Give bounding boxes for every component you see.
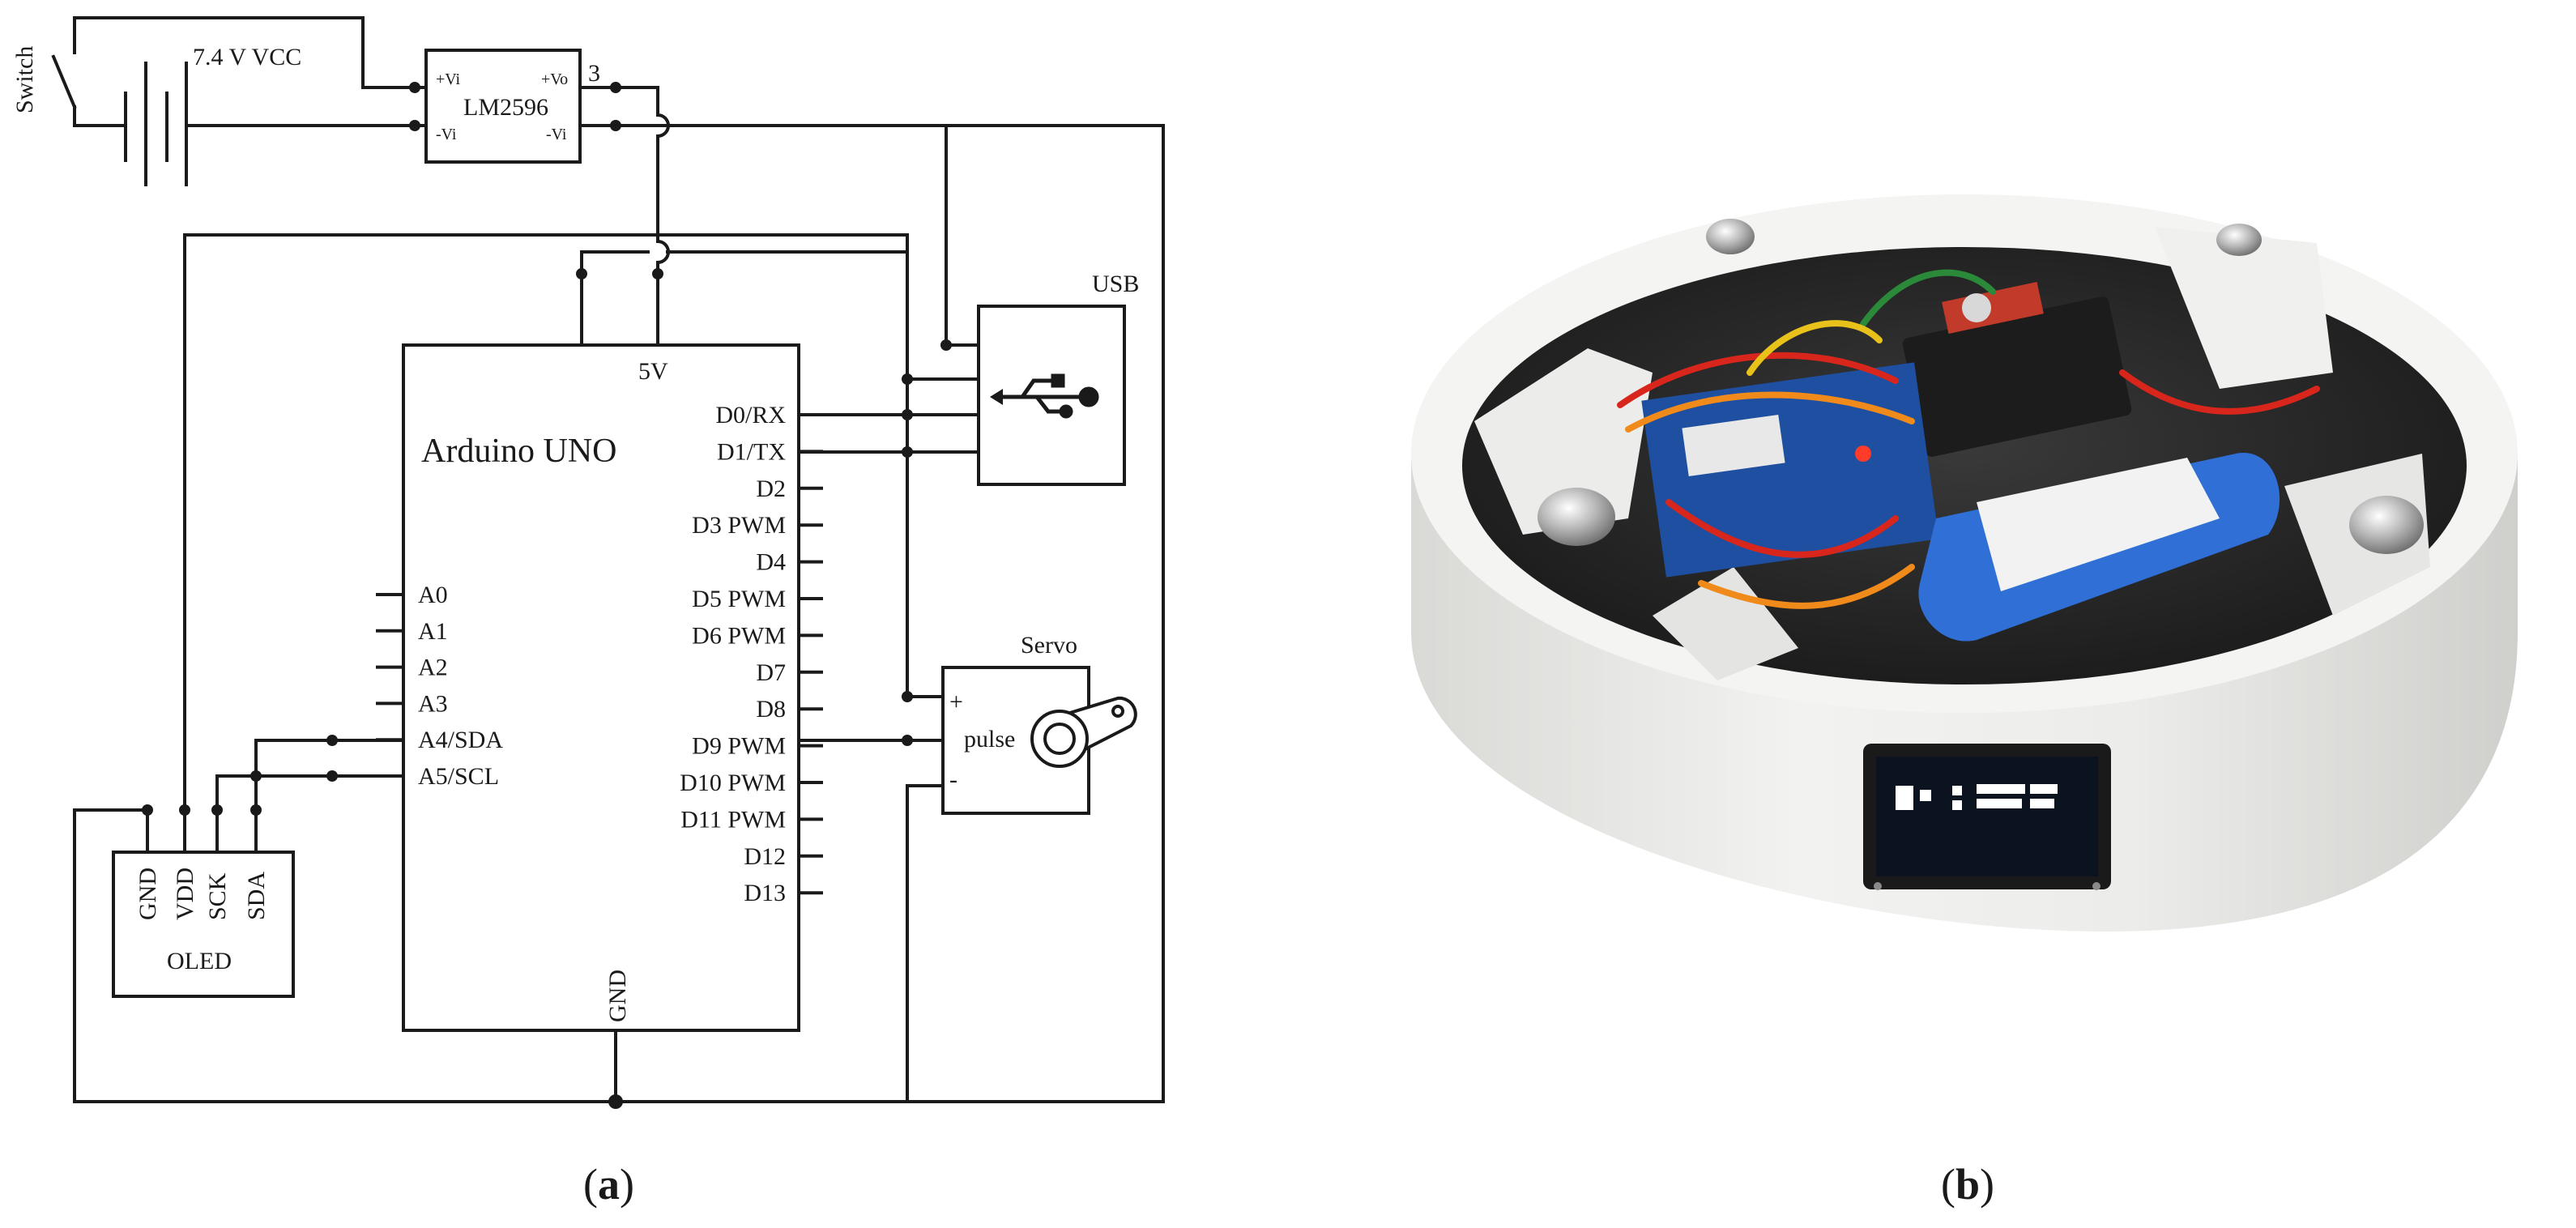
arduino-left-pin-label: A3 (418, 690, 448, 717)
oled-pin-label: SDA (243, 872, 270, 920)
battery-label: 7.4 V VCC (193, 44, 301, 70)
arduino-right-pin-label: D13 (744, 880, 786, 906)
regulator-vin-plus: +Vi (436, 70, 461, 88)
mounting-bolts (1537, 219, 2424, 554)
servo-label: Servo (1021, 632, 1077, 659)
panel-a-schematic: Switch 7.4 V VCC +Vi -Vi +Vo -Vi (11, 16, 1165, 1209)
arduino-right-pin-label: D6 PWM (692, 622, 786, 649)
switch-symbol (51, 16, 77, 127)
arduino-right-pin-label: D2 (756, 475, 786, 502)
usb-label: USB (1092, 271, 1139, 297)
arduino-right-pin-label: D1/TX (717, 438, 786, 465)
regulator-vin-minus: -Vi (436, 126, 457, 143)
arduino-right-pin-label: D10 PWM (680, 770, 786, 796)
oled-display-photo (1863, 744, 2111, 890)
usb-module: USB (977, 271, 1139, 486)
arduino-right-pin-label: D8 (756, 696, 786, 723)
caption-a: (a) (583, 1160, 634, 1209)
regulator-vout-minus: -Vi (546, 126, 567, 143)
oled-title: OLED (167, 948, 232, 974)
arduino-right-pin-label: D5 PWM (692, 586, 786, 612)
regulator-pin-number: 3 (588, 60, 600, 87)
panel-b-device-photo: (b) (1411, 194, 2518, 1209)
arduino-board-photo (1641, 362, 1939, 578)
arduino-uno-board: Arduino UNO 5V GND A0A1A2A3A4/SDAA5/SCL … (376, 343, 823, 1032)
servo-pulse: pulse (964, 726, 1015, 753)
servo-motor (1902, 281, 2132, 457)
arduino-right-pin-label: D0/RX (715, 402, 786, 429)
arduino-left-pin-label: A5/SCL (418, 763, 499, 790)
arduino-right-pin-label: D4 (756, 549, 786, 576)
servo-module: Servo + pulse - (941, 632, 1137, 815)
battery-pack (1918, 453, 2280, 642)
switch-label: Switch (11, 46, 38, 113)
battery-symbol (73, 62, 188, 186)
arduino-left-pin-label: A2 (418, 655, 448, 681)
oled-pin-label: SCK (204, 872, 231, 920)
servo-minus: - (949, 766, 957, 793)
caption-b: (b) (1941, 1160, 1994, 1209)
arduino-right-pin-label: D12 (744, 843, 786, 870)
arduino-pin-gnd: GND (604, 970, 631, 1022)
arduino-left-pin-label: A0 (418, 582, 448, 608)
regulator-vout-plus: +Vo (541, 70, 568, 88)
arduino-right-pin-label: D3 PWM (692, 512, 786, 539)
oled-pin-label: VDD (172, 868, 198, 920)
arduino-right-pin-label: D11 PWM (680, 806, 786, 833)
usb-icon (990, 373, 1099, 419)
wiring-harness (1617, 269, 2320, 609)
arduino-right-pin-label: D7 (756, 659, 786, 686)
regulator-name: LM2596 (463, 94, 548, 121)
servo-horn-icon (1030, 696, 1137, 768)
servo-plus: + (949, 689, 963, 715)
lm2596-regulator: +Vi -Vi +Vo -Vi LM2596 (424, 49, 582, 164)
arduino-left-pin-label: A1 (418, 618, 448, 645)
arduino-right-pin-label: D9 PWM (692, 733, 786, 760)
arduino-pin-5v: 5V (638, 358, 668, 385)
arduino-left-pin-label: A4/SDA (418, 727, 503, 753)
arduino-title: Arduino UNO (421, 433, 616, 470)
oled-pin-label: GND (134, 868, 161, 920)
